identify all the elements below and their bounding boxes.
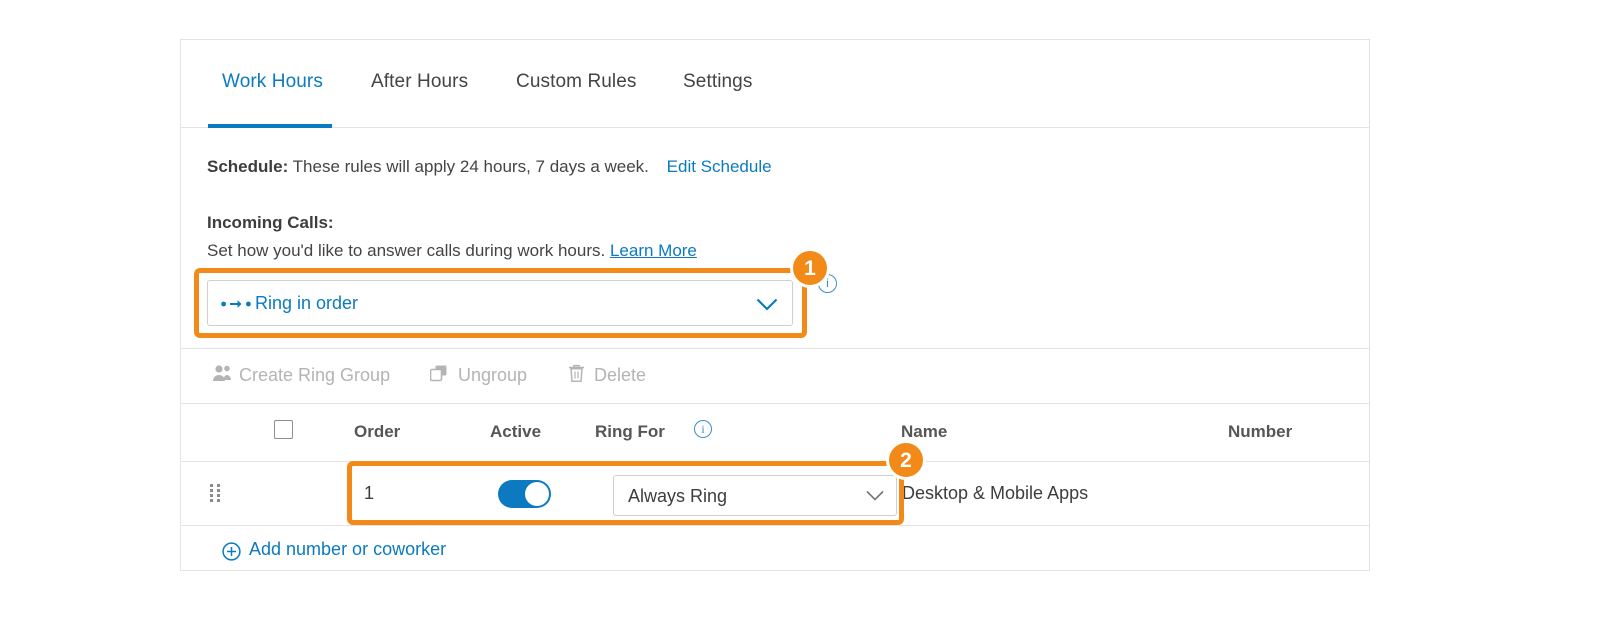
select-all-checkbox[interactable] xyxy=(274,420,293,439)
row-actions-toolbar: Create Ring Group Ungroup Delete xyxy=(181,348,1369,404)
ring-mode-value: Ring in order xyxy=(255,293,359,313)
ungroup-icon xyxy=(429,365,450,388)
column-header-active: Active xyxy=(490,422,542,441)
cell-order: 1 xyxy=(364,483,375,503)
cell-name: Desktop & Mobile Apps xyxy=(902,483,1089,503)
ungroup-button[interactable]: Ungroup xyxy=(458,365,528,385)
toggle-knob xyxy=(525,482,549,506)
chevron-down-icon xyxy=(866,490,884,501)
drag-handle-icon[interactable] xyxy=(210,484,222,504)
chevron-down-icon xyxy=(756,298,778,311)
table-header-row: Order Active Ring For i Name Number xyxy=(181,404,1369,462)
schedule-label: Schedule: xyxy=(207,157,289,176)
column-header-ring-for: Ring For xyxy=(595,422,665,441)
ring-in-order-icon xyxy=(221,296,251,312)
create-ring-group-button[interactable]: Create Ring Group xyxy=(239,365,391,385)
add-number-or-coworker-link[interactable]: Add number or coworker xyxy=(249,539,447,559)
callout-badge-2: 2 xyxy=(886,440,926,480)
ring-for-select[interactable]: Always Ring xyxy=(613,475,897,516)
schedule-line: Schedule: These rules will apply 24 hour… xyxy=(207,157,772,177)
trash-icon xyxy=(568,364,585,388)
ring-for-info-icon[interactable]: i xyxy=(694,420,712,438)
add-row: Add number or coworker xyxy=(181,526,1369,576)
active-toggle[interactable] xyxy=(498,480,551,508)
active-tab-underline xyxy=(208,124,332,128)
incoming-calls-title: Incoming Calls: xyxy=(207,213,334,232)
incoming-calls-description: Set how you'd like to answer calls durin… xyxy=(207,241,697,261)
column-header-name: Name xyxy=(901,422,948,441)
schedule-text: These rules will apply 24 hours, 7 days … xyxy=(292,157,649,176)
tab-work-hours[interactable]: Work Hours xyxy=(222,71,323,92)
delete-button[interactable]: Delete xyxy=(594,365,647,385)
tab-custom-rules[interactable]: Custom Rules xyxy=(516,71,637,92)
plus-circle-icon xyxy=(222,542,241,561)
incoming-calls-text: Set how you'd like to answer calls durin… xyxy=(207,241,606,260)
tab-after-hours[interactable]: After Hours xyxy=(371,71,469,92)
tab-bar: Work Hours After Hours Custom Rules Sett… xyxy=(181,40,1369,128)
tab-settings[interactable]: Settings xyxy=(683,71,753,92)
ring-mode-select[interactable]: Ring in order xyxy=(207,280,793,326)
table-row: 1 Always Ring Desktop & Mobile Apps xyxy=(181,462,1369,526)
column-header-order: Order xyxy=(354,422,401,441)
ring-for-selected-value: Always Ring xyxy=(628,486,728,506)
callout-badge-1: 1 xyxy=(790,248,830,288)
create-ring-group-icon xyxy=(211,363,233,388)
learn-more-link[interactable]: Learn More xyxy=(609,241,697,260)
column-header-number: Number xyxy=(1228,422,1293,441)
edit-schedule-link[interactable]: Edit Schedule xyxy=(666,157,772,176)
